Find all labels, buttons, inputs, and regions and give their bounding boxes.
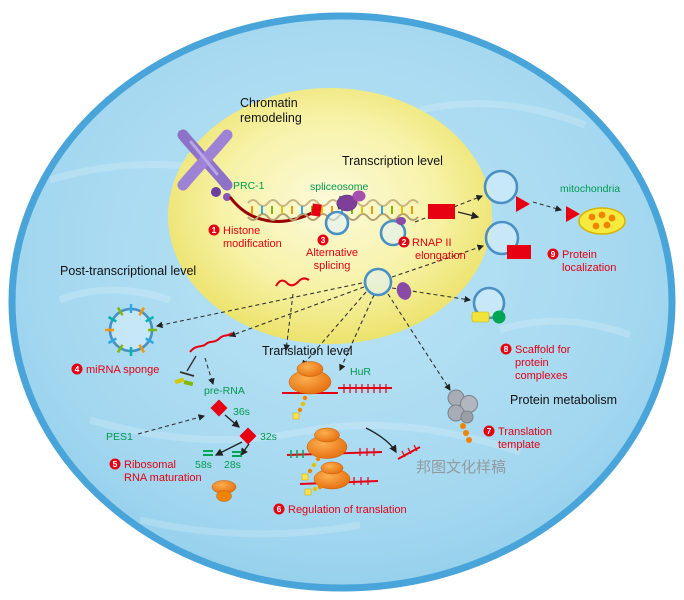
chromosome-icon: [177, 129, 233, 191]
rnap-elongation-label-2: elongation: [415, 250, 466, 262]
alternative-splicing-label-1: Alternative: [306, 247, 358, 259]
red-protein-square-2: [507, 245, 531, 259]
translation-level-label: Translation level: [262, 344, 353, 358]
protein-metabolism-label: Protein metabolism: [510, 393, 617, 407]
inhibition-line: [186, 355, 197, 372]
badge-5-num: 5: [113, 459, 118, 469]
mitochondria-icon: [578, 207, 626, 235]
numbered-badges: 1 2 3 4 5 6 7 8 9: [71, 224, 559, 515]
ribosome-subunit-icon: [211, 480, 237, 502]
section-labels: Chromatin remodeling Transcription level…: [60, 96, 617, 407]
molecule-labels: PRC-1 spliceosome mitochondria HuR pre-R…: [106, 180, 620, 471]
badge-8-num: 8: [504, 344, 509, 354]
mirna-fragment-yellow: [174, 377, 185, 385]
badge-9-num: 9: [551, 249, 556, 259]
badge-5: 5: [109, 458, 121, 470]
scaffold-label-3: complexes: [515, 370, 568, 382]
protein-localization-label-2: localization: [562, 262, 616, 274]
mirna-sponge-group: [105, 304, 233, 387]
badge-6-num: 6: [277, 504, 282, 514]
s28-label: 28s: [224, 459, 241, 471]
translation-ribosome-2: [286, 427, 383, 481]
protein-localization-group: [428, 169, 626, 259]
badge-9: 9: [547, 248, 559, 260]
spliceosome-label: spliceosome: [310, 181, 369, 193]
nascent-peptide-cap: [292, 412, 300, 420]
circrna-ring-1: [483, 169, 519, 205]
template-mrna-fragment: [397, 444, 421, 460]
template-curved-arrow: [365, 427, 397, 454]
scaffold-group: [471, 286, 506, 324]
mirna-fragment-green: [183, 380, 194, 387]
spliced-rna-wavy: [275, 277, 310, 287]
transcription-level-label: Transcription level: [342, 154, 443, 168]
badge-8: 8: [500, 343, 512, 355]
hur-translation-group: [282, 361, 392, 420]
badge-6: 6: [273, 503, 285, 515]
alternative-splicing-label-2: splicing: [314, 260, 351, 272]
exon-red-box: [311, 203, 322, 217]
badge-1-num: 1: [212, 225, 217, 235]
prc1-label: PRC-1: [233, 180, 265, 192]
badge-2: 2: [398, 236, 410, 248]
regulation-translation-label: Regulation of translation: [288, 504, 407, 516]
circrna-ring-rnap: [379, 219, 407, 247]
protein-knot-icon: [447, 389, 478, 443]
inhibition-bar: [179, 371, 195, 377]
pre-rna-label: pre-RNA: [204, 385, 245, 397]
rnap-complex-icon: [336, 190, 366, 212]
chromatin-fiber: [228, 196, 315, 223]
pes1-label: PES1: [106, 431, 133, 443]
red-protein-square-1: [428, 204, 455, 219]
post-transcriptional-level-label: Post-transcriptional level: [60, 264, 196, 278]
hur-label: HuR: [350, 366, 371, 378]
scaffold-yellow-protein: [471, 311, 490, 323]
s36-label: 36s: [233, 406, 250, 418]
ribosomal-maturation-label-1: Ribosomal: [124, 459, 176, 471]
badge-7: 7: [483, 425, 495, 437]
mrna-wavy: [189, 332, 233, 353]
spliceosome-ring: [324, 210, 350, 236]
mirna-sponge-ring: [108, 307, 154, 353]
badge-3: 3: [317, 234, 329, 246]
translation-template-label-2: template: [498, 439, 540, 451]
scaffold-green-protein: [492, 310, 506, 324]
s58-label: 58s: [195, 459, 212, 471]
mirna-sponge-label: miRNA sponge: [86, 364, 159, 376]
chromatin-remodeling-label-1: Chromatin: [240, 96, 298, 110]
red-protein-triangle-1: [516, 196, 530, 212]
rnap-small-blob: [396, 217, 406, 225]
prc1-complex-icon: [211, 187, 231, 201]
histone-modification-label-2: modification: [223, 238, 282, 250]
badge-3-num: 3: [321, 235, 326, 245]
histone-modification-label-1: Histone: [223, 225, 260, 237]
ribosomal-maturation-label-2: RNA maturation: [124, 472, 202, 484]
s32-label: 32s: [260, 431, 277, 443]
chromatin-remodeling-label-2: remodeling: [240, 111, 302, 125]
scaffold-label-1: Scaffold for: [515, 344, 571, 356]
badge-2-num: 2: [402, 237, 407, 247]
mirna-tick-marks: [105, 304, 157, 356]
scaffold-label-2: protein: [515, 357, 549, 369]
red-protein-triangle-2: [566, 206, 580, 222]
polymerase-exit-blob: [396, 282, 412, 300]
ribosome-small-subunit: [296, 361, 324, 377]
watermark-text: 邦图文化样稿: [416, 459, 506, 476]
badge-4-num: 4: [75, 364, 80, 374]
protein-localization-label-1: Protein: [562, 249, 597, 261]
circrna-hub-ring: [363, 267, 393, 297]
mitochondria-label: mitochondria: [560, 183, 620, 195]
translation-ribosome-3: [299, 461, 379, 496]
badge-7-num: 7: [487, 426, 492, 436]
rnap-elongation-label-1: RNAP II: [412, 237, 452, 249]
badge-1: 1: [208, 224, 220, 236]
numbered-labels: Histone modification RNAP II elongation …: [86, 225, 616, 516]
square-to-ring-arrow: [457, 211, 480, 220]
translation-template-label-1: Translation: [498, 426, 552, 438]
dna-helix: [247, 199, 419, 221]
badge-4: 4: [71, 363, 83, 375]
